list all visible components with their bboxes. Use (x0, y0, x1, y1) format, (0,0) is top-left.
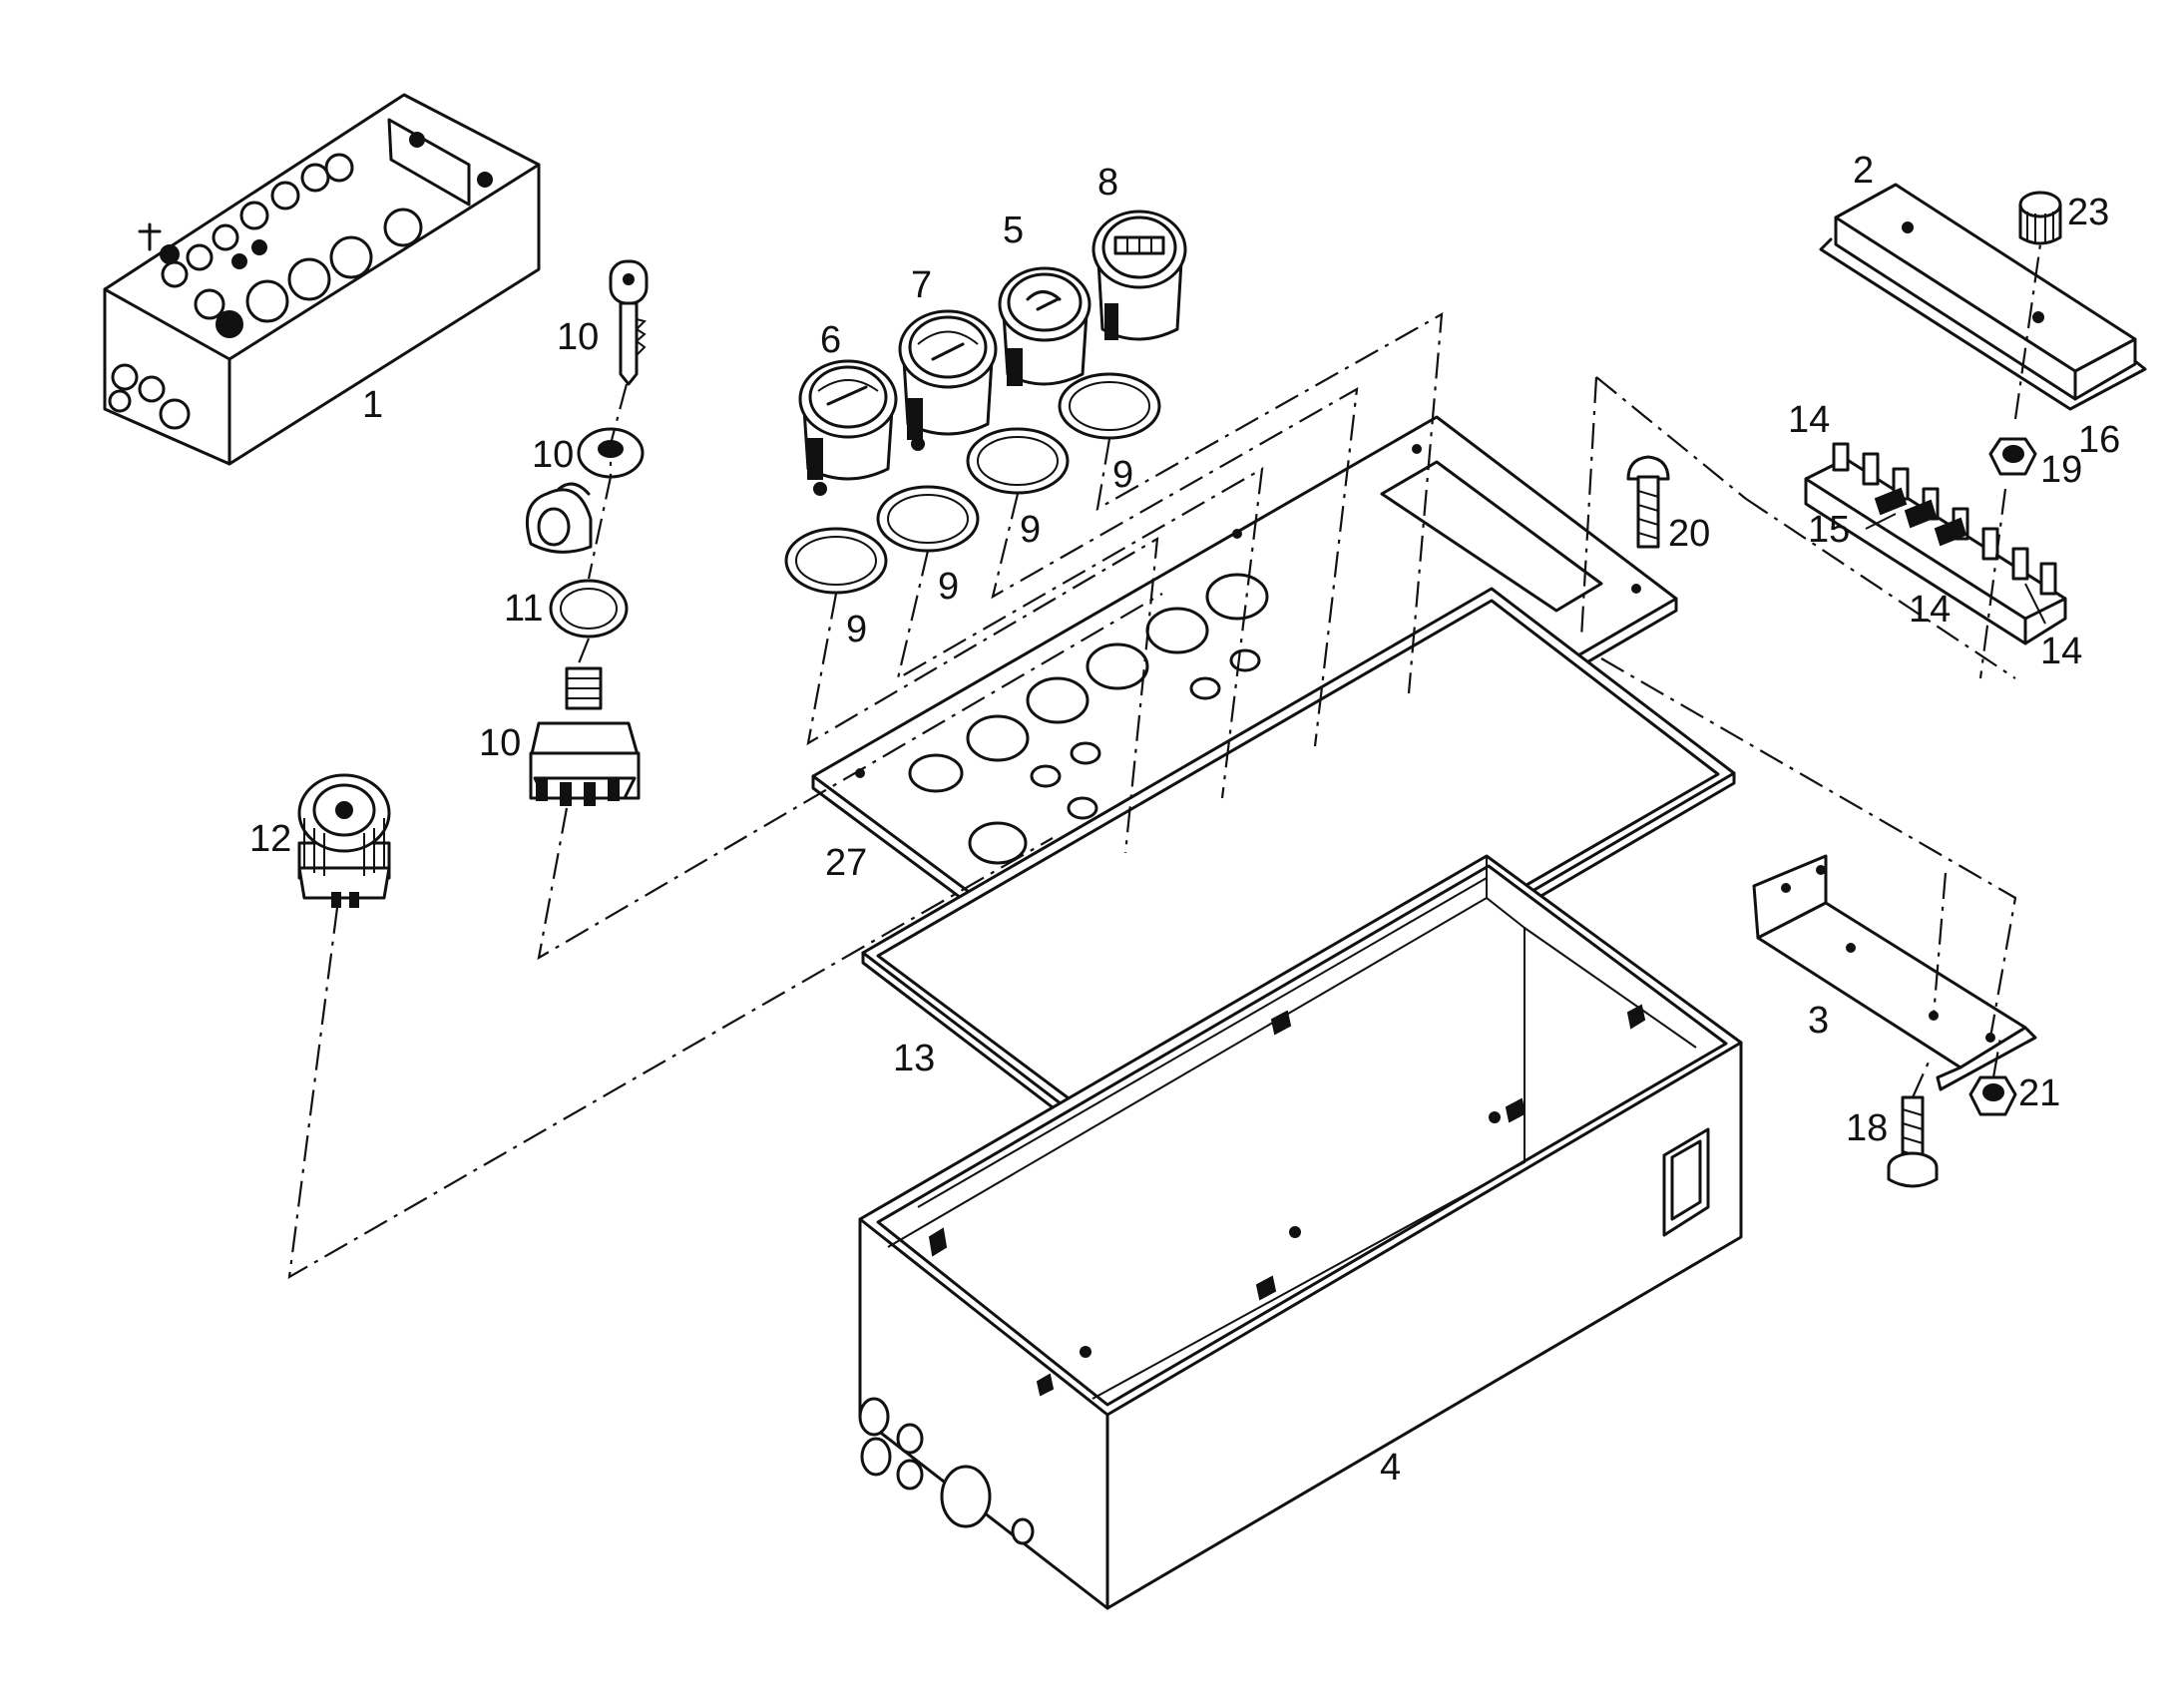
callout-16: 16 (2078, 419, 2120, 461)
part-8-hour-meter (1091, 210, 1187, 341)
part-4-enclosure (858, 854, 1743, 1610)
callout-15: 15 (1808, 509, 1850, 551)
callout-leaders (1865, 513, 2046, 625)
callout-14-b: 14 (1909, 589, 1951, 631)
callout-18: 18 (1846, 1107, 1888, 1149)
callout-3: 3 (1808, 1000, 1829, 1042)
callout-9-d: 9 (1112, 454, 1133, 496)
callout-labels: 1 2 3 4 5 6 7 8 9 9 9 9 10 10 10 11 12 1… (249, 150, 2120, 1489)
callout-14-a: 14 (1788, 399, 1830, 441)
callout-9-a: 9 (846, 609, 867, 650)
part-14-terminal-block (1804, 442, 2067, 645)
callout-2: 2 (1853, 150, 1874, 192)
part-18-bolt (1887, 1095, 1939, 1188)
part-1-assembled-box (103, 93, 541, 466)
callout-23: 23 (2067, 192, 2109, 233)
callout-7: 7 (911, 264, 932, 306)
part-2-lid (1819, 183, 2147, 411)
part-23-knob (2018, 191, 2062, 245)
part-12-socket (297, 773, 391, 908)
part-20-screw (1626, 455, 1670, 549)
part-9-rings (784, 372, 1161, 595)
callout-10-key: 10 (557, 316, 599, 358)
part-5-gauge (998, 266, 1091, 386)
part-7-gauge (898, 309, 998, 451)
part-6-gauge (798, 359, 898, 496)
callout-1: 1 (362, 384, 383, 426)
part-10-key (609, 259, 649, 386)
part-10-ignition-switch (529, 666, 641, 806)
callout-5: 5 (1003, 210, 1024, 251)
callout-8: 8 (1097, 162, 1118, 204)
callout-10-nut: 10 (532, 434, 574, 476)
part-3-bracket (1752, 854, 2037, 1091)
callout-9-c: 9 (1020, 509, 1041, 551)
part-21-nut (1968, 1075, 2017, 1116)
callout-14-c: 14 (2040, 631, 2082, 672)
callout-11: 11 (504, 588, 543, 630)
callout-4: 4 (1380, 1447, 1401, 1489)
callout-10-switch: 10 (479, 722, 521, 764)
part-11-cap (525, 482, 629, 639)
part-19-nut (1988, 437, 2037, 476)
callout-19: 19 (2040, 449, 2082, 491)
callout-21: 21 (2018, 1072, 2060, 1114)
callout-27: 27 (825, 842, 867, 884)
callout-12: 12 (249, 818, 291, 860)
part-13-gasket (861, 587, 1736, 1151)
exploded-view-lines (287, 243, 2042, 1280)
callout-20: 20 (1668, 513, 1710, 555)
callout-13: 13 (893, 1038, 935, 1079)
callout-9-b: 9 (938, 566, 959, 608)
callout-6: 6 (820, 319, 841, 361)
